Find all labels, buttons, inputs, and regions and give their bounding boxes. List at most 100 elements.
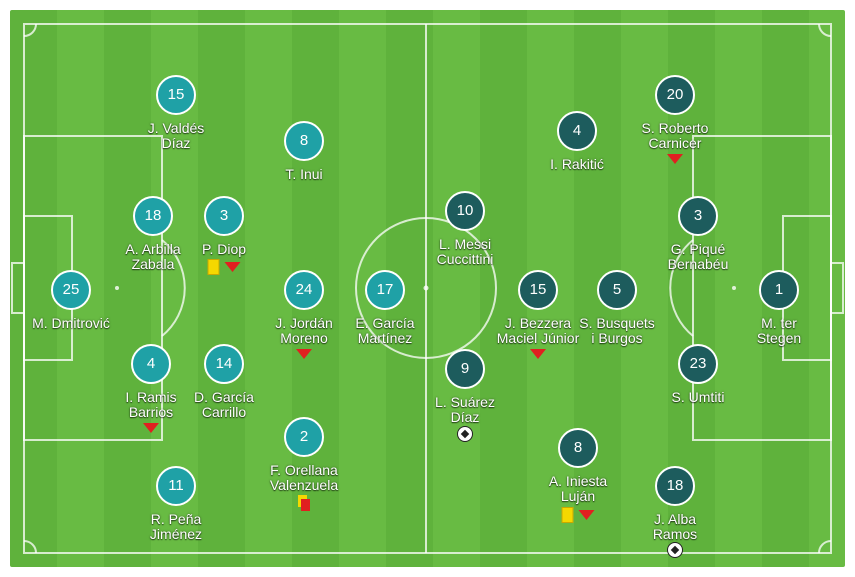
center-spot bbox=[423, 285, 429, 291]
substitution-icon bbox=[296, 349, 312, 359]
shirt-number: 24 bbox=[284, 270, 324, 310]
shirt-number: 18 bbox=[133, 196, 173, 236]
player-name: P. Diop bbox=[201, 241, 247, 257]
shirt-number: 4 bbox=[131, 344, 171, 384]
substitution-icon bbox=[667, 154, 683, 164]
shirt-number: 25 bbox=[51, 270, 91, 310]
football-pitch bbox=[10, 10, 845, 567]
away-penalty-spot bbox=[732, 286, 736, 290]
shirt-number: 15 bbox=[518, 270, 558, 310]
player-events bbox=[561, 507, 595, 523]
player-events bbox=[530, 349, 546, 359]
shirt-number: 8 bbox=[284, 121, 324, 161]
away-penalty-arc bbox=[669, 239, 694, 337]
shirt-number: 11 bbox=[156, 466, 196, 506]
goal-ball-icon bbox=[457, 426, 473, 442]
shirt-number: 5 bbox=[597, 270, 637, 310]
substitution-icon bbox=[143, 423, 159, 433]
player-name: I. Rakitić bbox=[550, 156, 604, 172]
yellow-card-icon bbox=[561, 507, 574, 523]
shirt-number: 8 bbox=[558, 428, 598, 468]
away-goal bbox=[830, 262, 844, 314]
home-goal bbox=[11, 262, 25, 314]
player-events bbox=[143, 423, 159, 433]
corner-arc-top-right bbox=[818, 23, 832, 37]
shirt-number: 9 bbox=[445, 349, 485, 389]
shirt-number: 14 bbox=[204, 344, 244, 384]
shirt-number: 3 bbox=[678, 196, 718, 236]
shirt-number: 17 bbox=[365, 270, 405, 310]
second-yellow-card-icon bbox=[298, 495, 310, 511]
home-penalty-arc bbox=[161, 239, 186, 337]
center-circle bbox=[355, 217, 497, 359]
corner-arc-bottom-left bbox=[23, 540, 37, 554]
player-events bbox=[298, 495, 310, 511]
home-penalty-spot bbox=[115, 286, 119, 290]
shirt-number: 18 bbox=[655, 466, 695, 506]
substitution-icon bbox=[578, 510, 595, 520]
player-name: T. Inui bbox=[285, 166, 323, 182]
substitution-icon bbox=[530, 349, 546, 359]
player-events bbox=[207, 259, 241, 275]
player-name: S. Umtiti bbox=[671, 389, 725, 405]
shirt-number: 3 bbox=[204, 196, 244, 236]
shirt-number: 20 bbox=[655, 75, 695, 115]
player-home-inui[interactable]: 8 T. Inui bbox=[234, 121, 374, 182]
player-home-diop[interactable]: 3 P. Diop bbox=[154, 196, 294, 275]
corner-arc-bottom-right bbox=[818, 540, 832, 554]
shirt-number: 23 bbox=[678, 344, 718, 384]
corner-arc-top-left bbox=[23, 23, 37, 37]
player-home-gk[interactable]: 25 M. Dmitrović bbox=[1, 270, 141, 331]
yellow-card-icon bbox=[207, 259, 220, 275]
player-events bbox=[296, 349, 312, 359]
player-events bbox=[457, 426, 473, 442]
player-away-umtiti[interactable]: 23 S. Umtiti bbox=[628, 344, 768, 405]
substitution-icon bbox=[224, 262, 241, 272]
shirt-number: 15 bbox=[156, 75, 196, 115]
shirt-number: 4 bbox=[557, 111, 597, 151]
pitch-markings bbox=[11, 23, 844, 554]
player-name: M. Dmitrović bbox=[32, 315, 110, 331]
goal-ball-icon bbox=[667, 542, 683, 558]
shirt-number: 2 bbox=[284, 417, 324, 457]
shirt-number: 1 bbox=[759, 270, 799, 310]
player-events bbox=[667, 542, 683, 558]
player-events bbox=[667, 154, 683, 164]
shirt-number: 10 bbox=[445, 191, 485, 231]
player-away-rakitic[interactable]: 4 I. Rakitić bbox=[507, 111, 647, 172]
